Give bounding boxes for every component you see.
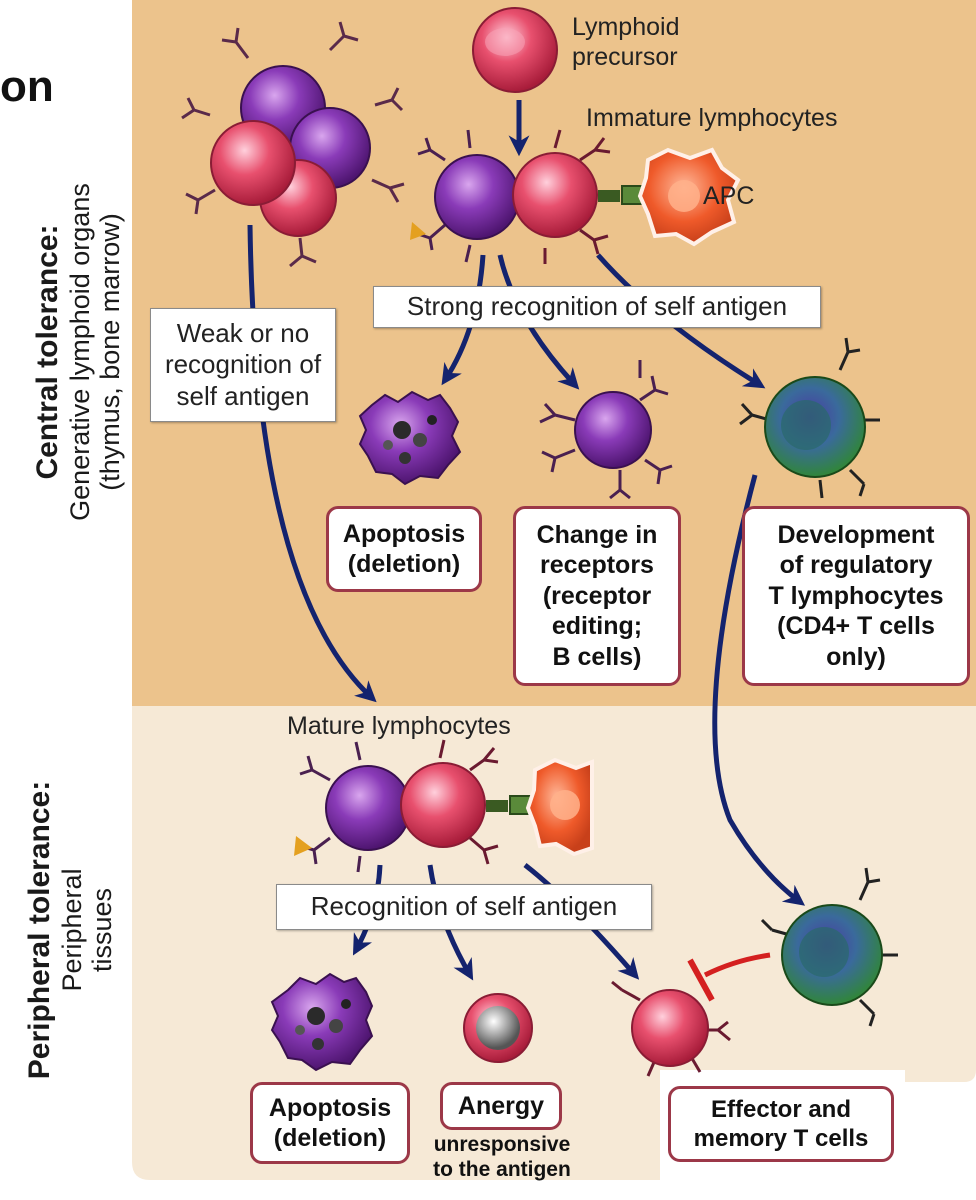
outcome-receptor-editing-line5: B cells) — [552, 642, 642, 671]
central-tolerance-heading: Central tolerance: — [30, 224, 64, 480]
outcome-treg-line1: Development — [777, 520, 935, 549]
anergy-note-line2: to the antigen — [433, 1158, 571, 1182]
lymphocyte-cluster — [181, 21, 405, 268]
effector-t-cell — [611, 980, 731, 1077]
apoptotic-cell-central — [358, 390, 462, 486]
central-tolerance-label: Central tolerance: Generative lymphoid o… — [31, 183, 125, 521]
treg-inhibition-line — [703, 952, 771, 978]
outcome-apoptosis-peripheral-line2: (deletion) — [273, 1124, 387, 1152]
central-tolerance-subtitle: Generative lymphoid organs — [64, 183, 95, 521]
outcome-treg-line2: of regulatory — [779, 551, 933, 580]
arrow-treg-to-periphery — [712, 474, 806, 906]
immature-lymphocytes — [410, 129, 741, 264]
peripheral-tolerance-heading: Peripheral tolerance: — [22, 780, 56, 1080]
outcome-receptor-editing-line4: editing; — [551, 612, 643, 641]
title-fragment: on — [0, 62, 54, 111]
outcome-treg-development: Development of regulatory T lymphocytes … — [742, 506, 970, 686]
lymphoid-precursor-label-line1: Lymphoid — [572, 13, 680, 41]
outcome-receptor-editing-line3: (receptor — [542, 581, 652, 610]
self-recognition-box: Recognition of self antigen — [276, 884, 652, 930]
weak-recognition-line2: recognition of — [164, 349, 322, 380]
apc-label: APC — [703, 182, 755, 210]
peripheral-tolerance-label: Peripheral tolerance: Peripheral tissues — [23, 781, 117, 1079]
regulatory-t-cell-central — [739, 337, 880, 499]
outcome-receptor-editing: Change in receptors (receptor editing; B… — [513, 506, 681, 686]
self-recognition-text: Recognition of self antigen — [310, 891, 618, 922]
regulatory-t-cell-peripheral — [760, 867, 898, 1027]
outcome-apoptosis-central: Apoptosis (deletion) — [326, 506, 482, 592]
anergic-cell — [463, 993, 533, 1063]
mature-lymphocytes — [294, 739, 594, 873]
treg-inhibition-bar — [687, 958, 715, 1002]
anergy-note-line1: unresponsive — [433, 1133, 571, 1156]
outcome-receptor-editing-line2: receptors — [540, 551, 654, 580]
lymphoid-precursor-label-line2: precursor — [572, 43, 678, 71]
outcome-anergy-text: Anergy — [457, 1091, 545, 1120]
outcome-apoptosis-peripheral-line1: Apoptosis — [268, 1093, 392, 1122]
peripheral-tolerance-subtitle: Peripheral — [56, 868, 87, 992]
outcome-anergy: Anergy — [440, 1082, 562, 1130]
lymphoid-precursor-label: Lymphoid precursor — [572, 12, 679, 72]
weak-recognition-box: Weak or no recognition of self antigen — [150, 308, 336, 422]
anergy-note: unresponsive to the antigen — [432, 1132, 572, 1182]
outcome-apoptosis-central-line1: Apoptosis — [342, 519, 466, 548]
weak-recognition-line1: Weak or no — [176, 318, 310, 349]
outcome-treg-line5: only) — [826, 642, 886, 671]
outcome-effector-line2: memory T cells — [693, 1125, 869, 1152]
peripheral-tolerance-subtitle-2: tissues — [86, 887, 117, 973]
weak-recognition-line3: self antigen — [176, 380, 310, 411]
outcome-effector-memory: Effector and memory T cells — [668, 1086, 894, 1162]
outcome-apoptosis-central-line2: (deletion) — [347, 550, 461, 578]
outcome-treg-line3: T lymphocytes — [768, 581, 944, 610]
outcome-effector-line1: Effector and — [710, 1095, 851, 1123]
central-tolerance-subtitle-2: (thymus, bone marrow) — [94, 213, 125, 491]
strong-recognition-text: Strong recognition of self antigen — [406, 291, 788, 322]
outcome-receptor-editing-line1: Change in — [536, 520, 658, 549]
strong-recognition-box: Strong recognition of self antigen — [373, 286, 821, 328]
immature-lymphocytes-label: Immature lymphocytes — [586, 104, 838, 132]
outcome-apoptosis-peripheral: Apoptosis (deletion) — [250, 1082, 410, 1164]
receptor-editing-cell — [539, 360, 673, 500]
mature-lymphocytes-label: Mature lymphocytes — [287, 712, 511, 740]
outcome-treg-line4: (CD4+ T cells — [777, 612, 935, 641]
apoptotic-cell-peripheral — [270, 972, 374, 1072]
